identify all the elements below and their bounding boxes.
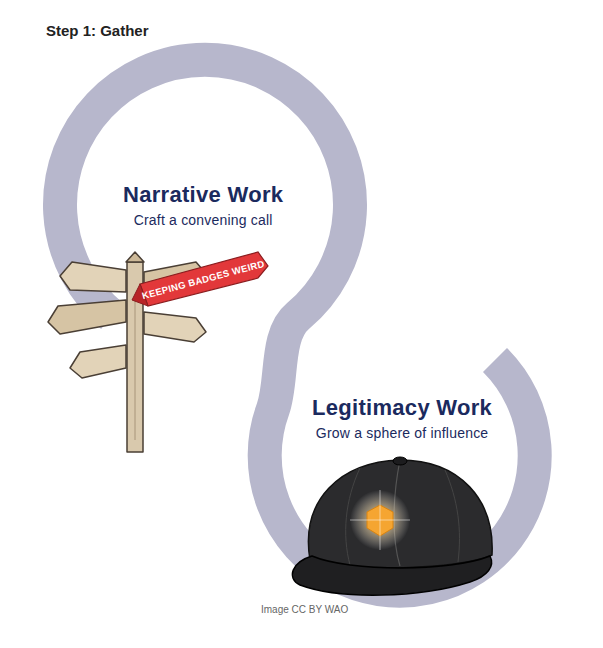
loop-region: Legitimacy WorkGrow a sphere of influenc… — [312, 395, 492, 441]
cap — [292, 457, 492, 595]
banner-ribbon — [132, 252, 268, 306]
region-subtitle: Craft a convening call — [123, 212, 283, 228]
region-subtitle: Grow a sphere of influence — [312, 425, 492, 441]
region-heading: Legitimacy Work — [312, 395, 492, 421]
diagram-title: Step 1: Gather — [46, 22, 149, 39]
region-heading: Narrative Work — [123, 182, 283, 208]
loop-region: Narrative WorkCraft a convening call — [123, 182, 283, 228]
loop-band — [60, 60, 535, 591]
image-credit: Image CC BY WAO — [261, 604, 348, 615]
